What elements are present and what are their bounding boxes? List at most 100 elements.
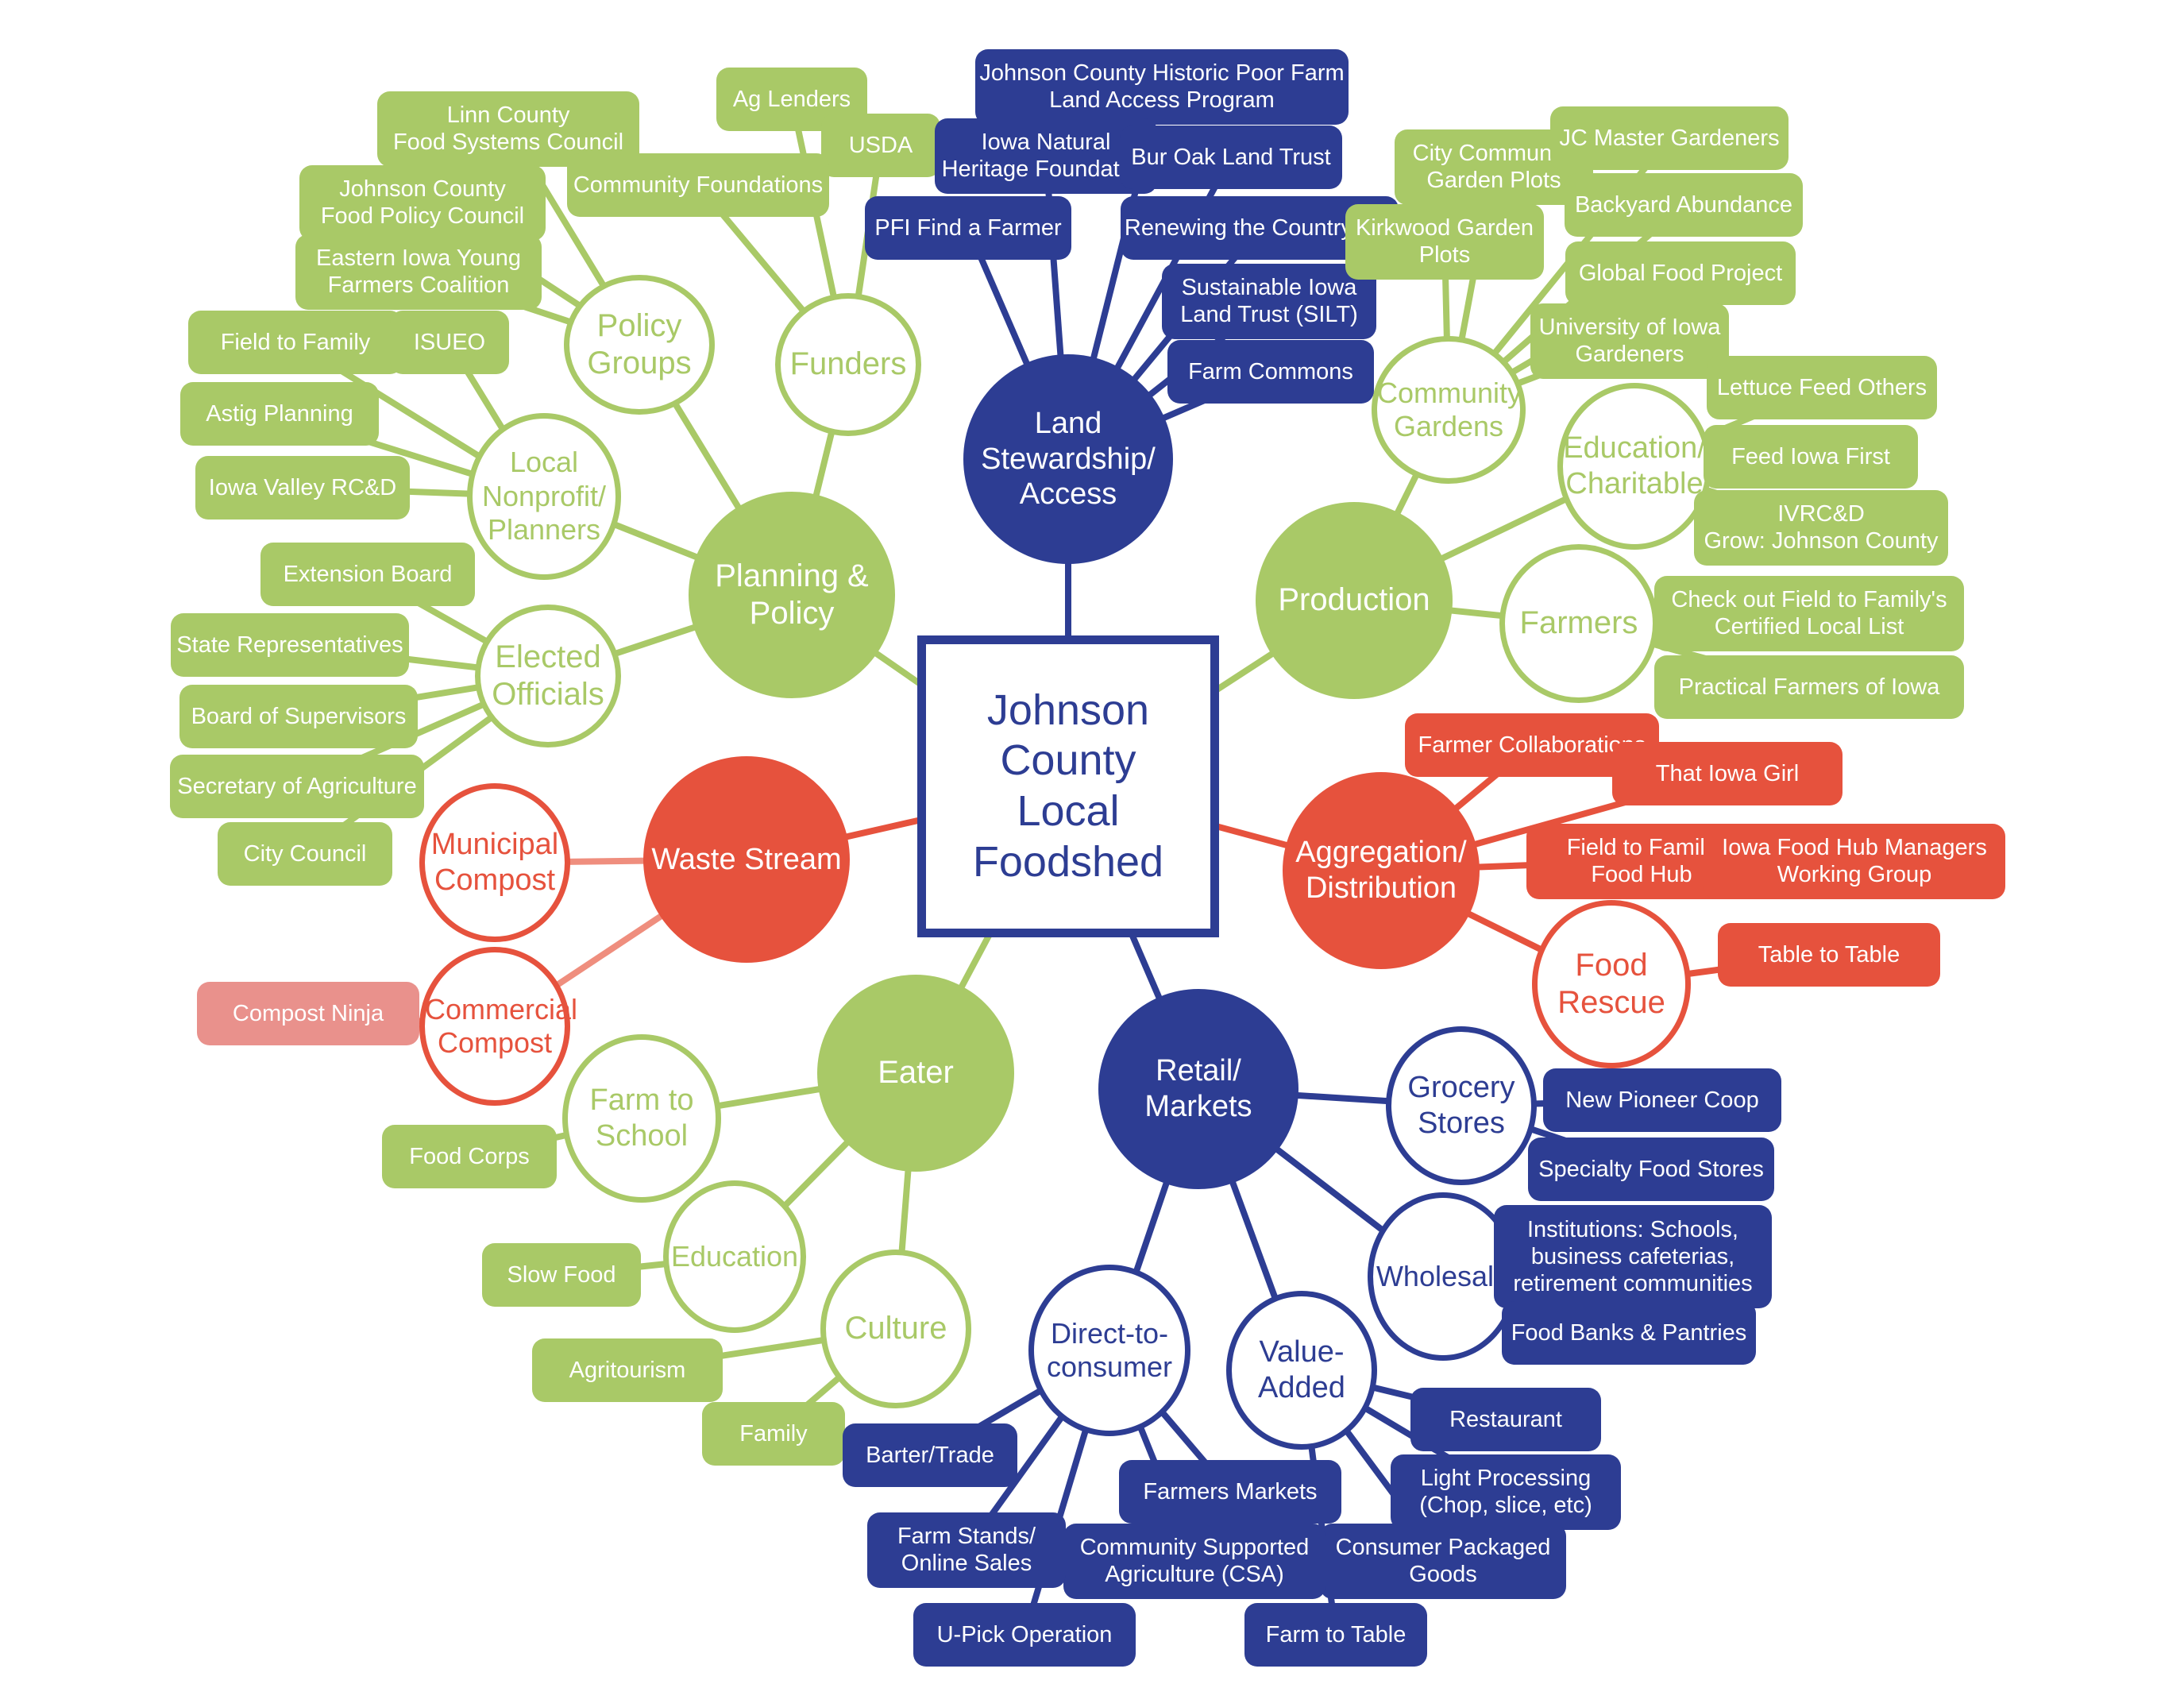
node-label: Family (739, 1420, 808, 1447)
node-label: Johnson County Food Policy Council (320, 176, 525, 229)
node-tabletotable: Table to Table (1718, 923, 1940, 987)
node-commercial: Commercial Compost (419, 947, 578, 1106)
node-secag: Secretary of Agriculture (170, 755, 424, 818)
node-label: Farm to School (589, 1083, 694, 1153)
node-label: Grocery Stores (1407, 1071, 1515, 1140)
node-label: Waste Stream (651, 842, 842, 876)
node-label: Sustainable Iowa Land Trust (SILT) (1180, 274, 1358, 327)
node-barter: Barter/Trade (843, 1423, 1017, 1487)
node-farmstands: Farm Stands/ Online Sales (867, 1512, 1066, 1588)
node-eater: Eater (817, 975, 1014, 1172)
node-lettuce: Lettuce Feed Others (1707, 356, 1937, 419)
node-label: Consumer Packaged Goods (1335, 1534, 1551, 1587)
node-planning: Planning & Policy (689, 492, 895, 698)
node-label: State Representatives (176, 632, 403, 658)
node-ext: Extension Board (260, 543, 475, 606)
node-label: Lettuce Feed Others (1716, 374, 1927, 400)
node-specialty: Specialty Food Stores (1528, 1138, 1774, 1201)
node-label: Land Stewardship/ Access (981, 406, 1156, 512)
node-label: Food Banks & Pantries (1511, 1319, 1747, 1346)
node-direct: Direct-to- consumer (1028, 1265, 1190, 1436)
node-label: Culture (844, 1311, 947, 1346)
node-label: Secretary of Agriculture (177, 773, 417, 799)
node-label: ISUEO (413, 329, 486, 355)
node-astig: Astig Planning (180, 382, 379, 446)
node-agritourism: Agritourism (532, 1338, 723, 1402)
node-label: Aggregation/ Distribution (1295, 836, 1467, 905)
node-label: U-Pick Operation (936, 1621, 1113, 1647)
node-label: Commercial Compost (425, 992, 578, 1059)
node-label: Specialty Food Stores (1538, 1156, 1764, 1182)
node-label: Backyard Abundance (1574, 191, 1793, 218)
node-label: Policy Groups (587, 307, 692, 380)
node-label: Extension Board (283, 561, 453, 587)
node-uigardeners: University of Iowa Gardeners (1530, 303, 1729, 379)
node-historic: Johnson County Historic Poor Farm Land A… (975, 48, 1349, 125)
node-label: New Pioneer Coop (1565, 1087, 1759, 1113)
node-label: Compost Ninja (232, 1000, 384, 1026)
node-label: Agritourism (569, 1357, 686, 1383)
node-iowafoodhub: Iowa Food Hub Managers Working Group (1704, 823, 2005, 899)
node-kirkwood: Kirkwood Garden Plots (1345, 203, 1544, 280)
node-label: Production (1278, 582, 1430, 618)
node-local_nonprofit: Local Nonprofit/ Planners (467, 413, 621, 580)
node-farmtotable: Farm to Table (1244, 1603, 1427, 1667)
node-feediowa: Feed Iowa First (1704, 425, 1918, 489)
node-label: Table to Table (1758, 941, 1900, 968)
node-label: Eastern Iowa Young Farmers Coalition (316, 245, 521, 298)
node-jcmg: JC Master Gardeners (1550, 106, 1788, 170)
node-label: Food Corps (409, 1143, 530, 1169)
node-label: Practical Farmers of Iowa (1678, 674, 1940, 700)
node-label: Elected Officials (492, 639, 604, 712)
node-backyard: Backyard Abundance (1565, 173, 1803, 237)
node-policy_groups: Policy Groups (564, 275, 715, 415)
node-value_added: Value- Added (1226, 1291, 1377, 1450)
node-label: Education (670, 1239, 799, 1273)
node-eiyfc: Eastern Iowa Young Farmers Coalition (295, 234, 542, 310)
node-slowfood: Slow Food (482, 1243, 641, 1307)
node-farmersmarkets: Farmers Markets (1119, 1460, 1341, 1524)
node-food_rescue: Food Rescue (1532, 900, 1691, 1068)
node-farmcommons: Farm Commons (1167, 340, 1374, 404)
node-label: University of Iowa Gardeners (1538, 314, 1721, 367)
node-label: Food Rescue (1557, 947, 1665, 1020)
node-foodcorps: Food Corps (382, 1125, 557, 1188)
node-label: Wholesale (1376, 1259, 1511, 1292)
node-grocery: Grocery Stores (1386, 1026, 1537, 1185)
node-label: Community Supported Agriculture (CSA) (1079, 1534, 1310, 1587)
node-cpg: Consumer Packaged Goods (1320, 1523, 1566, 1599)
node-f2f: Field to Family (188, 311, 403, 374)
node-jfpc: Johnson County Food Policy Council (299, 164, 546, 241)
node-retail: Retail/ Markets (1098, 989, 1298, 1189)
node-label: Institutions: Schools, business cafeteri… (1513, 1216, 1753, 1297)
node-label: Farmers Markets (1143, 1478, 1318, 1505)
node-label: Feed Iowa First (1731, 443, 1890, 469)
node-label: Slow Food (507, 1261, 616, 1288)
node-label: That Iowa Girl (1655, 760, 1800, 786)
node-label: Johnson County Local Foodshed (972, 686, 1164, 886)
node-family: Family (702, 1402, 845, 1466)
node-farmers_ring: Farmers (1499, 544, 1658, 703)
node-label: IVRC&D Grow: Johnson County (1704, 500, 1939, 554)
node-label: Field to Family (220, 329, 371, 355)
node-education_charitable: Education/ Charitable (1557, 383, 1711, 550)
node-label: Retail/ Markets (1144, 1054, 1252, 1123)
node-label: Eater (878, 1055, 954, 1091)
node-label: Direct-to- consumer (1046, 1316, 1173, 1383)
node-label: Farm Commons (1188, 358, 1353, 384)
node-label: Light Processing (Chop, slice, etc) (1419, 1465, 1592, 1518)
node-funders: Funders (775, 293, 921, 436)
node-municipal: Municipal Compost (419, 783, 570, 942)
node-upick: U-Pick Operation (913, 1603, 1136, 1667)
node-commfound: Community Foundations (567, 153, 829, 217)
node-boardsup: Board of Supervisors (179, 685, 418, 748)
node-silt: Sustainable Iowa Land Trust (SILT) (1162, 263, 1376, 339)
node-culture: Culture (820, 1250, 971, 1408)
node-label: Johnson County Historic Poor Farm Land A… (979, 60, 1345, 113)
node-label: Linn County Food Systems Council (392, 102, 624, 155)
node-restaurant: Restaurant (1410, 1388, 1601, 1451)
node-compostninja: Compost Ninja (197, 982, 419, 1045)
node-label: Global Food Project (1578, 260, 1783, 286)
node-foodbanks: Food Banks & Pantries (1502, 1301, 1756, 1365)
